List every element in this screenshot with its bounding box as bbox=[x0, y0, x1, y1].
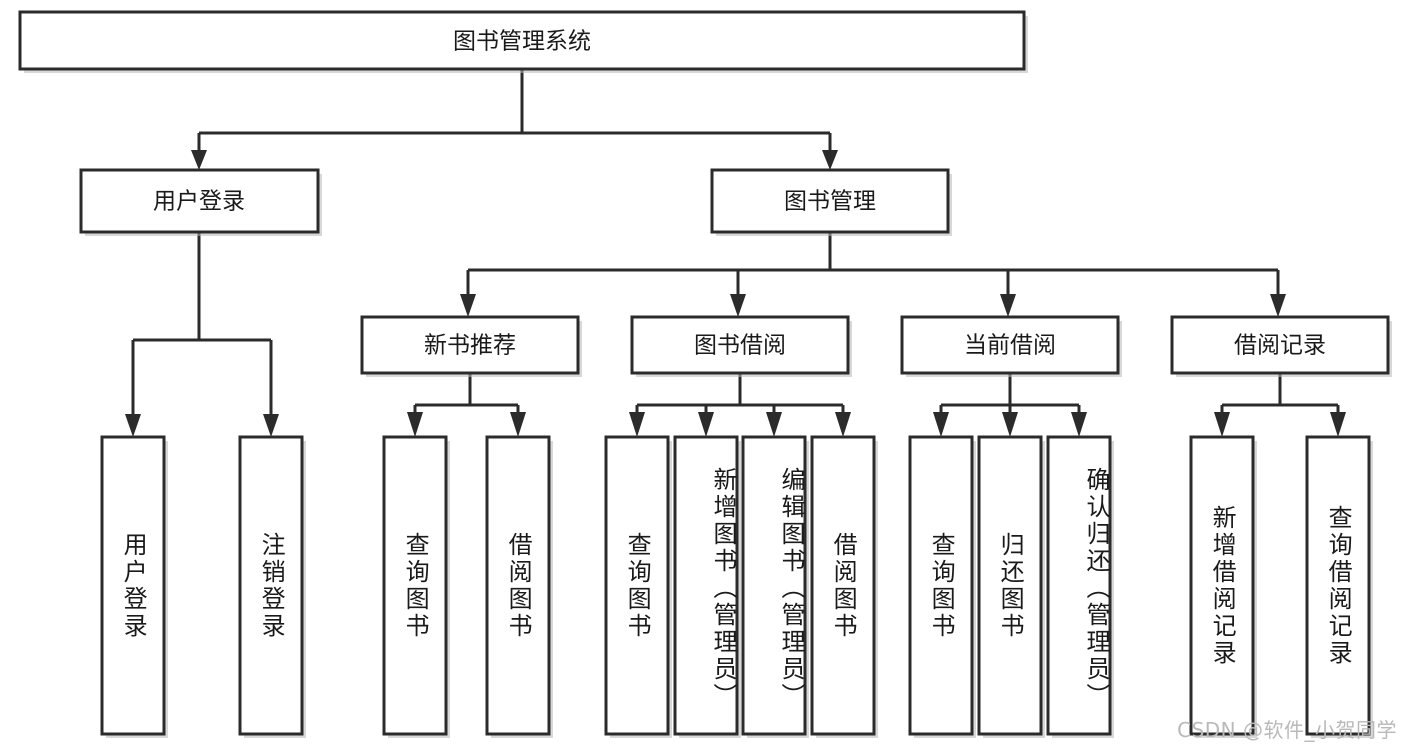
leaf-query-book-3-box[interactable] bbox=[908, 435, 974, 736]
arrow-leaf-query-record bbox=[1330, 412, 1346, 437]
leaf-query-book-2-box[interactable] bbox=[604, 435, 670, 736]
leaf-query-book-1-box[interactable] bbox=[382, 435, 448, 736]
arrow-leaf-return-book bbox=[1002, 412, 1018, 437]
node-borrow-record-label: 借阅记录 bbox=[1234, 333, 1326, 359]
arrow-leaf-user-login bbox=[125, 414, 141, 437]
node-new-book-recommend-label: 新书推荐 bbox=[424, 333, 516, 359]
node-book-borrow[interactable]: 图书借阅 bbox=[630, 315, 852, 377]
node-root-label: 图书管理系统 bbox=[453, 29, 591, 55]
leaf-boxes bbox=[100, 435, 1373, 738]
leaf-add-book-box[interactable] bbox=[673, 435, 739, 736]
leaf-confirm-return-box[interactable] bbox=[1046, 435, 1112, 736]
arrow-to-book-management bbox=[822, 150, 838, 170]
arrow-leaf-logout-login bbox=[263, 414, 279, 437]
node-book-management-box[interactable] bbox=[710, 168, 950, 234]
arrow-to-user-login bbox=[191, 150, 207, 170]
node-current-borrow[interactable]: 当前借阅 bbox=[900, 315, 1122, 377]
arrow-leaf-query-book-1 bbox=[407, 412, 423, 437]
node-book-borrow-label: 图书借阅 bbox=[694, 333, 786, 359]
node-root-box[interactable] bbox=[18, 10, 1026, 71]
node-book-management[interactable]: 图书管理 bbox=[710, 168, 952, 236]
leaf-borrow-book-1-box[interactable] bbox=[485, 435, 551, 736]
node-book-borrow-box[interactable] bbox=[630, 315, 850, 375]
node-new-book-recommend-box[interactable] bbox=[360, 315, 580, 375]
arrow-leaf-query-book-3 bbox=[933, 412, 949, 437]
arrow-leaf-borrow-book-2 bbox=[835, 412, 851, 437]
arrow-new-book-recommend bbox=[460, 294, 476, 317]
arrow-book-borrow bbox=[730, 294, 746, 317]
leaf-return-book-box[interactable] bbox=[977, 435, 1043, 736]
node-current-borrow-label: 当前借阅 bbox=[964, 333, 1056, 359]
arrow-borrow-record bbox=[1270, 294, 1286, 317]
leaf-edit-book-box[interactable] bbox=[741, 435, 807, 736]
leaf-borrow-book-2-box[interactable] bbox=[810, 435, 876, 736]
arrow-leaf-edit-book bbox=[766, 412, 782, 437]
arrow-leaf-add-book bbox=[698, 412, 714, 437]
arrow-leaf-query-book-2 bbox=[629, 412, 645, 437]
arrow-leaf-borrow-book-1 bbox=[510, 412, 526, 437]
leaf-query-record-box[interactable] bbox=[1305, 435, 1371, 736]
node-borrow-record[interactable]: 借阅记录 bbox=[1170, 315, 1392, 377]
node-user-login-box[interactable] bbox=[79, 168, 320, 234]
arrow-current-borrow bbox=[1000, 294, 1016, 317]
connectors bbox=[125, 69, 1346, 437]
leaf-logout-login-box[interactable] bbox=[238, 435, 304, 736]
node-new-book-recommend[interactable]: 新书推荐 bbox=[360, 315, 582, 377]
csdn-watermark: CSDN @软件_小贺同学 bbox=[1177, 718, 1397, 742]
node-user-login-label: 用户登录 bbox=[153, 189, 245, 215]
leaf-add-record-box[interactable] bbox=[1189, 435, 1255, 736]
node-current-borrow-box[interactable] bbox=[900, 315, 1120, 375]
node-root[interactable]: 图书管理系统 bbox=[18, 10, 1028, 73]
node-user-login[interactable]: 用户登录 bbox=[79, 168, 322, 236]
arrow-leaf-confirm-return bbox=[1071, 412, 1087, 437]
node-borrow-record-box[interactable] bbox=[1170, 315, 1390, 375]
arrow-leaf-add-record bbox=[1214, 412, 1230, 437]
leaf-user-login-box[interactable] bbox=[100, 435, 166, 736]
node-book-management-label: 图书管理 bbox=[784, 189, 876, 215]
